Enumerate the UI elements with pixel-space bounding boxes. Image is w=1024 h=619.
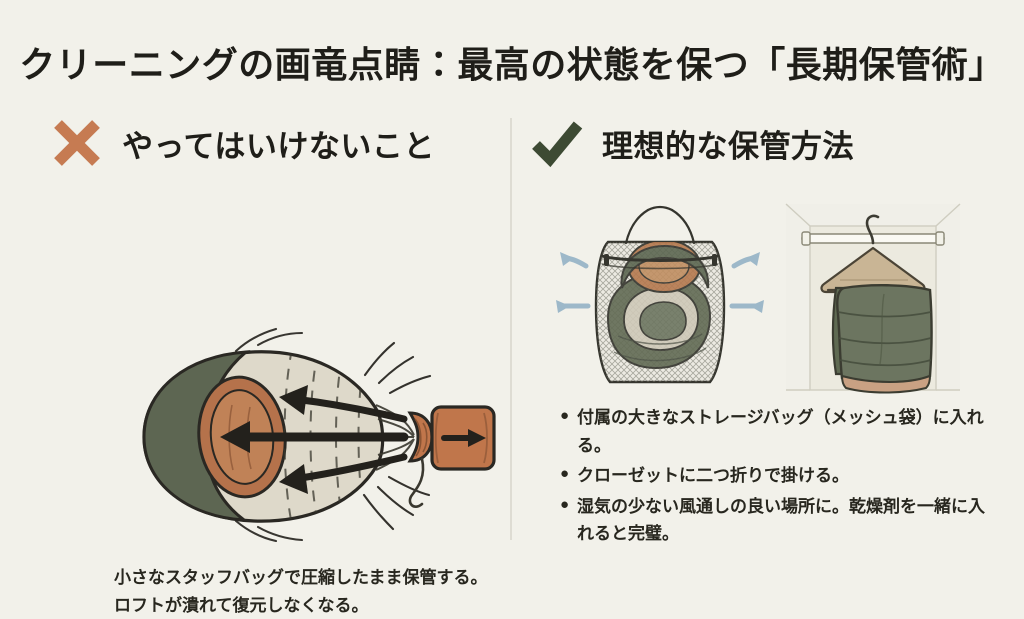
left-column-header: やってはいけないこと	[50, 112, 502, 174]
bullet-text: 付属の大きなストレージバッグ（メッシュ袋）に入れる。	[577, 408, 984, 455]
bullet-text: 湿気の少ない風通しの良い場所に。乾燥剤を一緒に入れると完璧。	[577, 496, 985, 544]
bullet-dot-icon: ●	[560, 495, 570, 513]
compressed-stuff-sack-illustration	[132, 327, 502, 542]
slide-root: クリーニングの画竜点睛：最高の状態を保つ「長期保管術」 やってはいけないこと	[19, 44, 1005, 615]
list-item: ● 湿気の少ない風通しの良い場所に。乾燥剤を一緒に入れると完璧。	[560, 493, 1000, 548]
left-column-caption: 小さなスタッフバッグで圧縮したまま保管する。 ロフトが潰れて復元しなくなる。	[114, 564, 544, 619]
right-column-bullets: ● 付属の大きなストレージバッグ（メッシュ袋）に入れる。 ● クローゼットに二つ…	[560, 404, 1000, 551]
bullet-dot-icon: ●	[560, 465, 570, 483]
list-item: ● クローゼットに二つ折りで掛ける。	[560, 462, 1000, 490]
right-illustrations	[552, 196, 972, 396]
cross-x-icon	[50, 116, 104, 170]
page-title: クリーニングの画竜点睛：最高の状態を保つ「長期保管術」	[19, 44, 1005, 85]
check-mark-icon	[530, 116, 584, 170]
left-column-heading: やってはいけないこと	[122, 128, 435, 164]
bullet-text: クローゼットに二つ折りで掛ける。	[577, 466, 849, 486]
right-column: 理想的な保管方法	[530, 112, 1000, 174]
closet-hanger-illustration	[780, 198, 966, 394]
mesh-storage-bag-illustration	[552, 196, 768, 396]
left-column: やってはいけないこと	[50, 112, 502, 615]
column-divider	[510, 118, 512, 540]
caption-line-2: ロフトが潰れて復元しなくなる。	[114, 595, 369, 615]
list-item: ● 付属の大きなストレージバッグ（メッシュ袋）に入れる。	[560, 404, 1000, 459]
right-column-heading: 理想的な保管方法	[602, 128, 854, 164]
caption-line-1: 小さなスタッフバッグで圧縮したまま保管する。	[114, 568, 488, 587]
right-column-header: 理想的な保管方法	[530, 112, 1000, 174]
bullet-dot-icon: ●	[560, 407, 570, 424]
